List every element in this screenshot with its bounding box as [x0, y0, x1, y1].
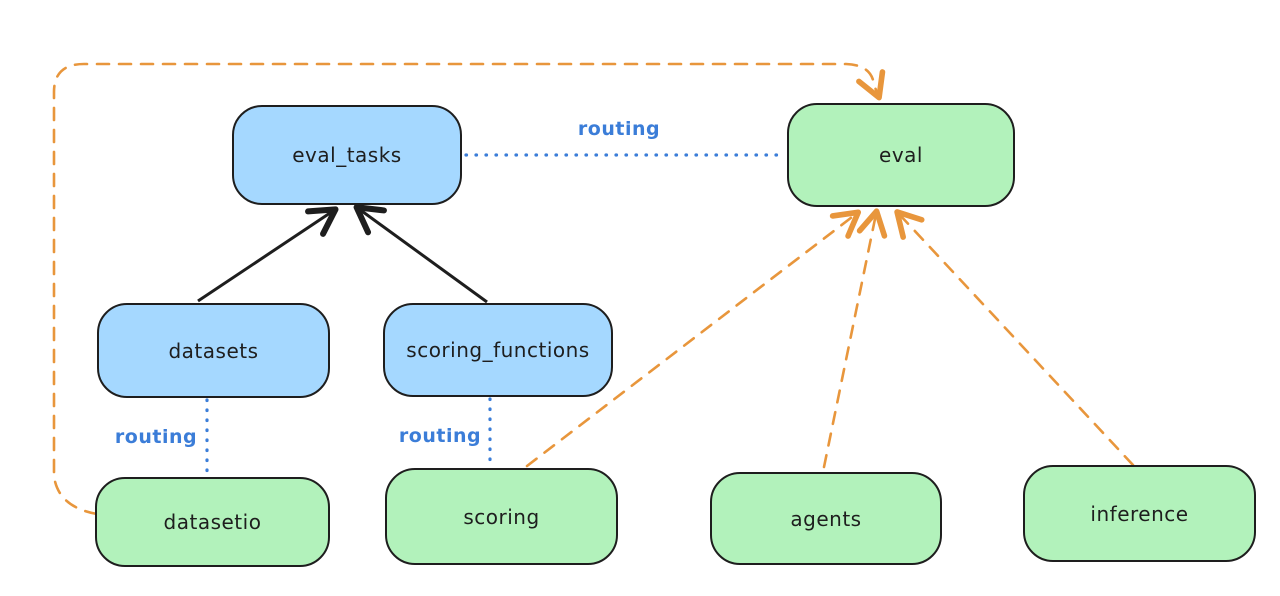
- node-datasets-label: datasets: [168, 338, 259, 363]
- node-agents-label: agents: [790, 506, 862, 531]
- routing-label-eval_tasks-eval: routing: [577, 118, 661, 140]
- node-eval: eval: [787, 103, 1015, 207]
- node-eval_tasks: eval_tasks: [232, 105, 462, 205]
- edge-datasetio-to-eval: [52, 62, 886, 516]
- node-agents: agents: [710, 472, 942, 565]
- node-eval_tasks-label: eval_tasks: [292, 143, 402, 167]
- node-datasetio: datasetio: [95, 477, 330, 567]
- node-inference-label: inference: [1090, 501, 1189, 526]
- edge-datasets-to-eval_tasks: [197, 206, 339, 303]
- node-scoring-label: scoring: [463, 504, 540, 529]
- node-eval-label: eval: [879, 143, 923, 167]
- node-scoring_functions-label: scoring_functions: [406, 338, 590, 362]
- node-scoring_functions: scoring_functions: [383, 303, 613, 397]
- node-inference: inference: [1023, 465, 1256, 562]
- edge-scoring-to-eval: [525, 209, 862, 468]
- edge-scoring_functions-to-eval_tasks: [353, 204, 488, 304]
- edge-agents-to-eval: [822, 208, 888, 469]
- edge-inference-to-eval: [894, 209, 1135, 467]
- node-scoring: scoring: [385, 468, 618, 565]
- routing-label-datasets-datasetio: routing: [114, 426, 198, 448]
- node-datasets: datasets: [97, 303, 330, 398]
- routing-label-scoring_functions-scoring: routing: [398, 425, 482, 447]
- node-datasetio-label: datasetio: [163, 510, 262, 534]
